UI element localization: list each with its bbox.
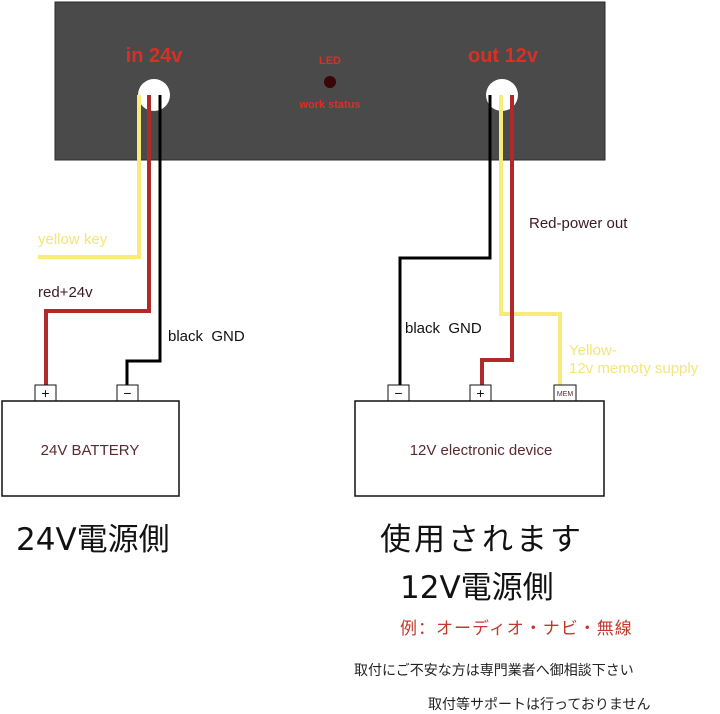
led-indicator: [324, 76, 336, 88]
wire-yellow-memory: [499, 95, 562, 388]
device-box: [354, 400, 605, 497]
caption-12v-side: 12V電源側: [400, 570, 554, 606]
battery-box: [1, 400, 180, 497]
label-black-gnd-left: black GND: [168, 328, 245, 345]
wire-black-gnd-right: [398, 95, 492, 388]
wire-black-gnd-left: [125, 95, 162, 388]
label-yellow-memory-2: 12v memoty supply: [569, 360, 699, 377]
label-yellow-key: yellow key: [38, 231, 108, 248]
battery-label: 24V BATTERY: [41, 442, 140, 459]
device-label: 12V electronic device: [410, 442, 553, 459]
wire-red-power-out: [480, 95, 514, 388]
led-label: LED: [319, 55, 341, 67]
led-status-label: work status: [298, 99, 360, 111]
device-terminal-mem-label: MEM: [557, 391, 574, 398]
wire-red-24v: [44, 95, 151, 388]
device-terminal-minus-label: −: [394, 385, 402, 401]
caption-24v-side: 24V電源側: [16, 522, 170, 558]
battery-terminal-plus-label: +: [41, 385, 49, 401]
output-label: out 12v: [468, 45, 539, 67]
input-connector: [138, 79, 170, 111]
label-black-gnd-right: black GND: [405, 320, 482, 337]
label-yellow-memory-1: Yellow-: [569, 342, 617, 359]
caption-example: 例：オーディオ・ナビ・無線: [400, 619, 633, 639]
label-red-power-out: Red-power out: [529, 215, 628, 232]
notice-no-support: 取付等サポートは行っておりません: [428, 697, 651, 713]
wire-yellow-key: [38, 95, 141, 259]
caption-used: 使用されます: [380, 522, 584, 558]
notice-consult: 取付にご不安な方は専門業者へ御相談下さい: [354, 663, 634, 679]
device-terminal-plus-label: +: [476, 385, 484, 401]
label-red-24v: red+24v: [38, 284, 93, 301]
input-label: in 24v: [126, 45, 184, 67]
battery-terminal-minus-label: −: [123, 385, 131, 401]
